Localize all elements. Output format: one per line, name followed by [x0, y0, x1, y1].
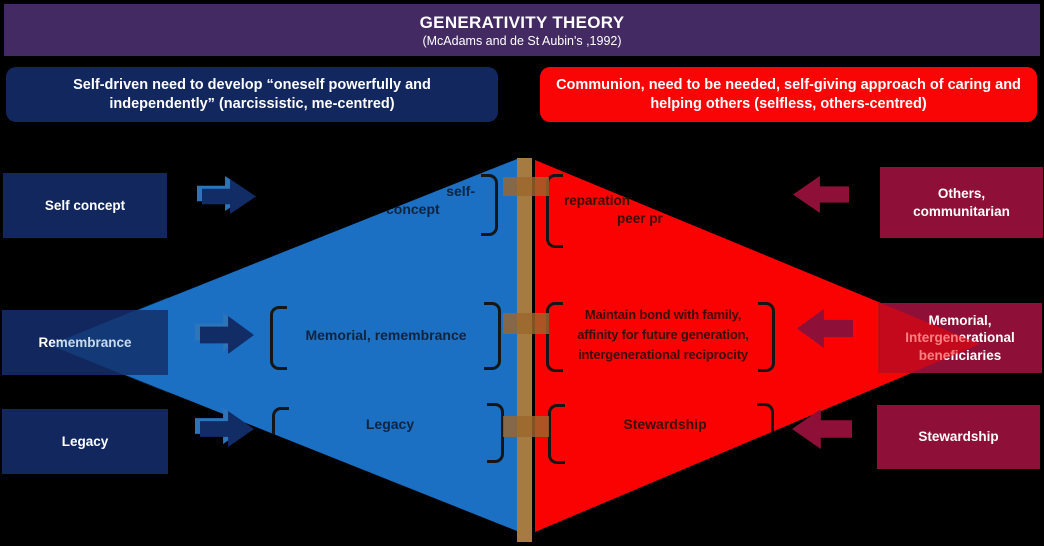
triangle-text-line: intergenerational reciprocity: [578, 347, 748, 362]
arrow-left-icon: [793, 176, 849, 213]
bracket-right-icon: [481, 174, 498, 236]
page-subtitle: (McAdams and de St Aubin's ,1992): [422, 33, 622, 48]
bracket-right-icon: [487, 403, 504, 463]
bracket-left-icon: [546, 302, 563, 372]
triangle-text-line: affinity for future generation,: [577, 327, 749, 342]
center-divider-bar: [517, 158, 532, 542]
bracket-left-icon: [270, 306, 287, 370]
triangle-text-memorial-remembrance: Memorial, remembrance: [305, 327, 467, 343]
label-others-communitarian: Others, communitarian: [880, 167, 1043, 238]
bracket-left-icon: [548, 404, 565, 464]
bracket-right-icon: [484, 302, 501, 370]
triangle-text-reparation-line1: reparation: [564, 193, 631, 208]
label-self-concept: Self concept: [3, 173, 167, 238]
arrow-right-icon: [195, 408, 254, 447]
triangle-text-legacy: Legacy: [365, 416, 415, 432]
label-line: Stewardship: [918, 429, 999, 445]
divider-stub: [503, 416, 549, 437]
triangle-text-line: Maintain bond with family,: [584, 307, 742, 322]
triangle-text-reparation-line2: peer pr: [617, 211, 663, 226]
triangle-text-stewardship: Stewardship: [623, 416, 707, 432]
arrow-right-icon: [195, 313, 254, 354]
arrow-body: [793, 176, 849, 213]
bracket-right-icon: [757, 403, 774, 463]
triangle-text-self-concept-line2: concept: [386, 201, 440, 217]
divider-stub: [503, 177, 549, 196]
agency-definition-box: Self-driven need to develop “oneself pow…: [6, 67, 498, 122]
arrow-body: [797, 309, 853, 348]
bracket-left-icon: [272, 407, 289, 467]
triangle-text-self-concept-line1: self-: [446, 183, 475, 199]
label-line: communitarian: [913, 203, 1010, 219]
header-banner: GENERATIVITY THEORY (McAdams and de St A…: [4, 4, 1040, 56]
arrow-body: [792, 409, 852, 449]
divider-stub: [503, 313, 549, 334]
communion-definition-box: Communion, need to be needed, self-givin…: [540, 67, 1037, 122]
triangle-text-maintain-bond: Maintain bond with family, affinity for …: [558, 305, 768, 365]
label-line: Others,: [937, 186, 986, 201]
label-legacy: Legacy: [2, 409, 168, 474]
arrow-left-icon: [797, 309, 853, 348]
arrow-right-icon: [197, 176, 256, 214]
bracket-left-icon: [546, 174, 563, 248]
arrow-left-icon: [792, 409, 852, 449]
page-title: GENERATIVITY THEORY: [419, 12, 625, 32]
label-line: Memorial,: [928, 312, 992, 328]
label-remembrance: Remembrance: [2, 310, 168, 375]
label-stewardship-right: Stewardship: [877, 405, 1040, 469]
bracket-right-icon: [758, 302, 775, 372]
